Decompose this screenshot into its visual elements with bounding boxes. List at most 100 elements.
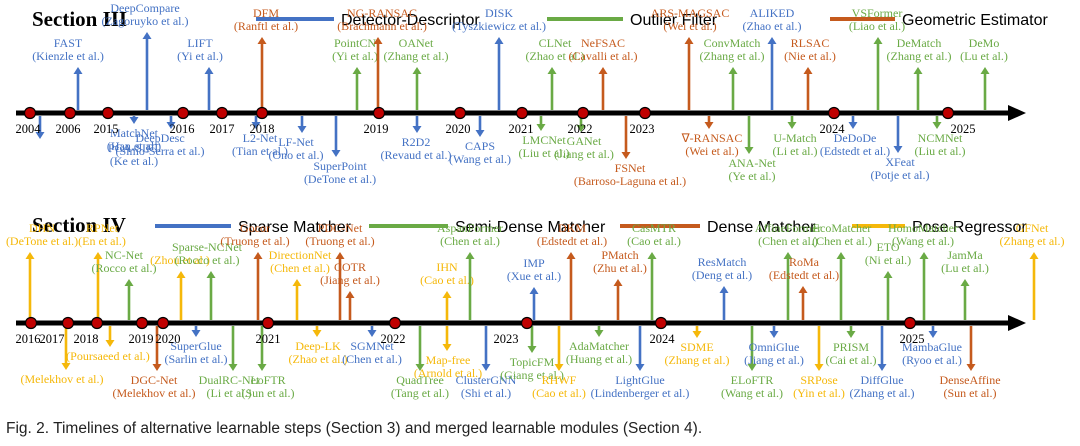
method-arrowhead: [61, 363, 71, 370]
method-arrowhead: [152, 364, 162, 371]
method-marker: RLSAC(Nie et al.): [784, 36, 836, 110]
method-citation: (Zhang et al.): [665, 353, 730, 367]
method-name: FSNet: [615, 161, 646, 175]
method-citation: (Cavalli et al.): [569, 49, 638, 63]
method-citation: (Melekhov et al.): [21, 372, 104, 386]
method-marker: ConvMatch(Zhang et al.): [700, 36, 764, 110]
year-dot: [61, 316, 75, 330]
method-marker: JamMa(Lu et al.): [941, 248, 989, 320]
method-marker: EcoMatcher(Chen et al.): [812, 221, 872, 320]
timeline-arrowhead: [1008, 315, 1026, 331]
year-dot: [638, 106, 652, 120]
method-citation: (Truong et al.): [305, 234, 374, 248]
method-citation: (Sun et al.): [944, 386, 997, 400]
method-marker: R2D2(Revaud et al.): [381, 116, 451, 162]
method-name: GFNet: [1016, 221, 1049, 235]
method-marker: Map-free(Arnold et al.): [414, 326, 482, 380]
method-citation: (Jiang et al.): [554, 147, 614, 161]
method-citation: (Kienzle et al.): [32, 49, 104, 63]
method-name: ClusterGNN: [456, 373, 517, 387]
method-arrowhead: [373, 37, 383, 44]
method-arrowhead: [621, 152, 631, 159]
method-marker: ANA-Net(Ye et al.): [728, 116, 776, 183]
method-citation: (Zhao et al.): [743, 19, 802, 33]
method-marker: TopicFM(Giang et al.): [500, 326, 564, 382]
year-label: 2020: [156, 332, 181, 346]
method-name: PointCN: [334, 36, 376, 50]
legend-label: Pose Regressor: [912, 219, 1027, 236]
method-name: DISK: [485, 6, 513, 20]
method-arrowhead: [292, 279, 302, 286]
method-citation: (Ryoo et al.): [902, 353, 962, 367]
year-label: 2018: [250, 122, 275, 136]
method-arrowhead: [598, 67, 608, 74]
year-dot: [135, 316, 149, 330]
legend-label: Dense Matcher: [707, 219, 816, 236]
method-citation: (Ono et al.): [269, 148, 324, 162]
method-arrowhead: [893, 146, 903, 153]
method-name: AdaMatcher: [569, 339, 629, 353]
method-citation: (Chen et al.): [758, 234, 818, 248]
year-label: 2017: [210, 122, 235, 136]
method-marker: PCA-SIFT(Ke et al.): [35, 116, 161, 168]
method-arrowhead: [335, 252, 345, 259]
method-arrowhead: [803, 67, 813, 74]
method-marker: IMP(Xue et al.): [507, 256, 561, 320]
method-name: PRISM: [833, 340, 869, 354]
method-citation: (Zhao et al.): [289, 352, 348, 366]
year-dot: [388, 316, 402, 330]
method-marker: AdaMatcher(Huang et al.): [566, 326, 632, 366]
method-marker: DISK(Tyszkiewicz et al.): [452, 6, 546, 110]
method-name: ResMatch: [698, 255, 747, 269]
method-name: SRPose: [800, 373, 837, 387]
method-name: LIFT: [187, 36, 213, 50]
year-dot: [63, 106, 77, 120]
year-dot: [941, 106, 955, 120]
method-marker: OmniGlue(Jiang et al.): [744, 326, 804, 367]
year-dot: [215, 106, 229, 120]
method-name: ARS-MAGSAC: [651, 6, 730, 20]
method-marker: GFNet(Zhang et al.): [1000, 221, 1064, 320]
method-citation: (Edstedt et al.): [537, 234, 607, 248]
method-name: R2D2: [402, 135, 431, 149]
method-name: JamMa: [947, 248, 983, 262]
method-citation: (Wang et al.): [721, 386, 783, 400]
year-dot: [261, 316, 275, 330]
method-name: ConvMatch: [704, 36, 761, 50]
method-arrowhead: [166, 122, 176, 129]
method-marker: LMCNet(Liu et al.): [519, 116, 569, 160]
method-citation: (Chen et al.): [440, 234, 500, 248]
method-citation: (Tyszkiewicz et al.): [452, 19, 546, 33]
method-marker: DFM(Ranftl et al.): [234, 6, 298, 110]
method-marker: SDME(Zhang et al.): [665, 326, 730, 367]
method-arrowhead: [481, 364, 491, 371]
method-arrowhead: [783, 252, 793, 259]
method-citation: (Jiang et al.): [744, 353, 804, 367]
method-name: ANA-Net: [728, 156, 776, 170]
method-marker: DGC-Net(Melekhov et al.): [113, 326, 195, 400]
figure-caption: Fig. 2. Timelines of alternative learnab…: [6, 420, 703, 437]
method-marker: DeMo(Lu et al.): [960, 36, 1008, 110]
method-arrowhead: [73, 67, 83, 74]
method-marker: AffineFormer(Chen et al.): [755, 221, 821, 320]
method-citation: (Li et al.): [773, 144, 818, 158]
method-name: LF-Net: [278, 135, 314, 149]
method-name: ALIKED: [750, 6, 795, 20]
method-arrowhead: [554, 364, 564, 371]
method-marker: ALIKED(Zhao et al.): [743, 6, 802, 110]
year-label: 2019: [129, 332, 154, 346]
year-dot: [453, 106, 467, 120]
method-citation: (Truong et al.): [220, 234, 289, 248]
method-name: DGC-Net: [131, 373, 178, 387]
year-label: 2022: [381, 332, 406, 346]
method-citation: (Chen et al.): [342, 352, 402, 366]
method-arrowhead: [25, 252, 35, 259]
year-dot: [156, 316, 170, 330]
method-name: TopicFM: [510, 355, 555, 369]
method-arrowhead: [928, 331, 938, 338]
method-marker: RoMa(Edstedt et al.): [769, 255, 839, 320]
method-citation: (Barroso-Laguna et al.): [574, 174, 686, 188]
method-arrowhead: [1029, 252, 1039, 259]
